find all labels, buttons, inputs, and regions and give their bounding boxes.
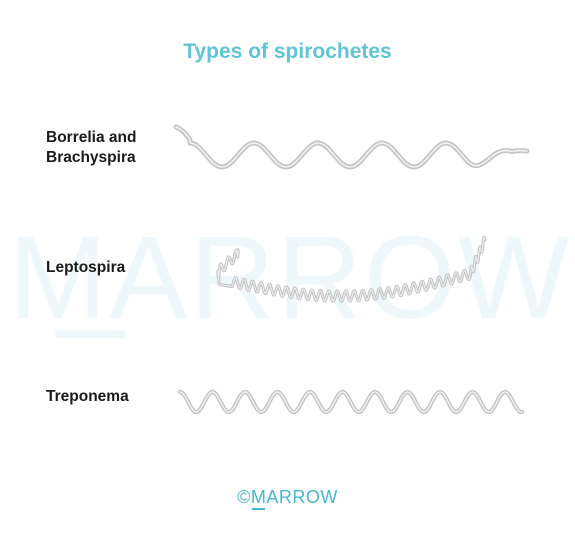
copyright-symbol: © <box>237 487 251 507</box>
label-leptospira: Leptospira <box>46 258 125 278</box>
watermark-underline <box>55 330 125 338</box>
leptospira-spirochete <box>216 235 487 303</box>
leptospira-body <box>216 235 487 303</box>
treponema-highlight <box>179 391 523 413</box>
borrelia-body <box>173 124 530 170</box>
brand-first-letter: M <box>250 487 267 507</box>
treponema-spirochete <box>177 389 525 415</box>
label-leptospira-line1: Leptospira <box>46 259 126 276</box>
label-treponema: Treponema <box>46 387 129 407</box>
brand-rest: ARROW <box>266 487 338 507</box>
leptospira-highlight <box>217 236 486 302</box>
label-borrelia-line2: Brachyspira <box>46 149 136 166</box>
borrelia-spirochete <box>173 124 530 170</box>
footer-logo: ©MARROW <box>0 487 575 508</box>
diagram-title: Types of spirochetes <box>183 40 392 63</box>
borrelia-highlight <box>175 126 528 168</box>
watermark-text: MARROW <box>9 212 572 344</box>
label-treponema-line1: Treponema <box>46 388 129 405</box>
label-borrelia: Borrelia and Brachyspira <box>46 128 136 168</box>
label-borrelia-line1: Borrelia and <box>46 129 137 146</box>
